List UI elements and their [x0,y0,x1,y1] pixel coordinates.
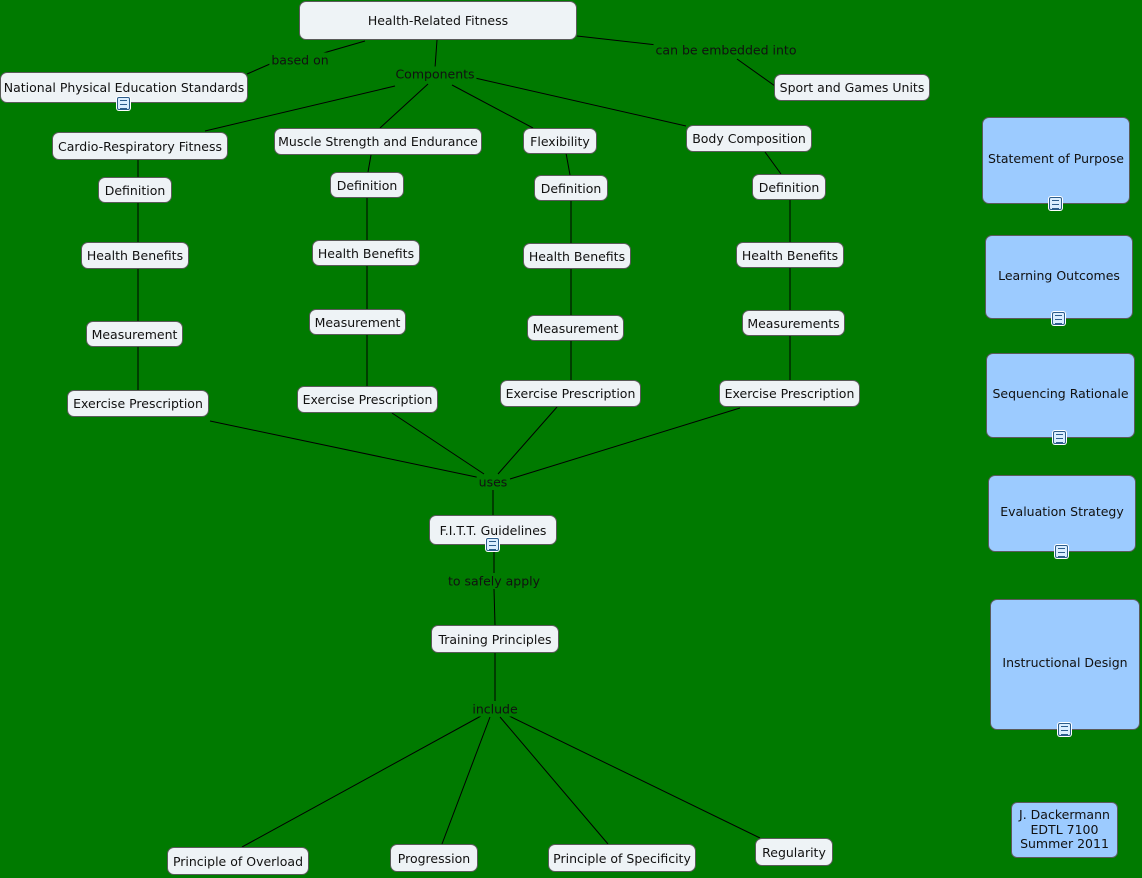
author-credit-box: J. Dackermann EDTL 7100 Summer 2011 [1011,802,1118,858]
body-definition-node[interactable]: Definition [752,174,826,200]
flexibility-health-benefits-node[interactable]: Health Benefits [523,243,631,269]
course-code: EDTL 7100 [1030,821,1099,837]
sequencing-rationale-panel[interactable]: Sequencing Rationale [986,353,1135,438]
document-icon[interactable] [1052,312,1065,325]
statement-of-purpose-panel[interactable]: Statement of Purpose [982,117,1130,204]
embedded-into-label: can be embedded into [653,42,799,58]
cardio-exercise-prescription-node[interactable]: Exercise Prescription [67,390,209,417]
standards-node[interactable]: National Physical Education Standards [0,72,248,103]
include-label: include [470,701,520,717]
muscle-health-benefits-node[interactable]: Health Benefits [312,240,420,266]
document-icon[interactable] [117,97,130,110]
uses-label: uses [476,474,510,490]
muscle-definition-node[interactable]: Definition [330,172,404,198]
training-principles-node[interactable]: Training Principles [431,625,559,653]
muscle-exercise-prescription-node[interactable]: Exercise Prescription [297,386,438,413]
safely-apply-label: to safely apply [445,573,543,589]
principle-overload-node[interactable]: Principle of Overload [167,847,309,875]
document-icon[interactable] [1058,723,1071,736]
learning-outcomes-panel[interactable]: Learning Outcomes [985,235,1133,319]
instructional-design-panel[interactable]: Instructional Design [990,599,1140,730]
document-icon[interactable] [1049,197,1062,210]
flexibility-measurement-node[interactable]: Measurement [527,315,624,341]
flexibility-exercise-prescription-node[interactable]: Exercise Prescription [500,380,641,407]
flexibility-definition-node[interactable]: Definition [534,175,608,201]
principle-specificity-node[interactable]: Principle of Specificity [548,844,696,872]
evaluation-strategy-panel[interactable]: Evaluation Strategy [988,475,1136,552]
body-health-benefits-node[interactable]: Health Benefits [736,242,844,268]
health-related-fitness-node[interactable]: Health-Related Fitness [299,1,577,40]
author-name: J. Dackermann [1019,807,1110,823]
cardio-health-benefits-node[interactable]: Health Benefits [81,242,189,269]
based-on-label: based on [269,52,331,68]
body-exercise-prescription-node[interactable]: Exercise Prescription [719,380,860,407]
document-icon[interactable] [486,538,499,551]
term: Summer 2011 [1020,836,1109,852]
document-icon[interactable] [1055,545,1068,558]
sport-games-node[interactable]: Sport and Games Units [774,74,930,101]
muscle-strength-node[interactable]: Muscle Strength and Endurance [274,128,482,155]
components-label: Components [393,66,477,82]
cardio-respiratory-node[interactable]: Cardio-Respiratory Fitness [52,132,228,160]
body-measurements-node[interactable]: Measurements [742,310,845,336]
body-composition-node[interactable]: Body Composition [686,125,812,152]
regularity-node[interactable]: Regularity [755,838,833,866]
cardio-definition-node[interactable]: Definition [98,177,172,203]
muscle-measurement-node[interactable]: Measurement [309,309,406,335]
document-icon[interactable] [1053,431,1066,444]
progression-node[interactable]: Progression [390,844,478,872]
cardio-measurement-node[interactable]: Measurement [86,321,183,347]
flexibility-node[interactable]: Flexibility [523,128,597,154]
